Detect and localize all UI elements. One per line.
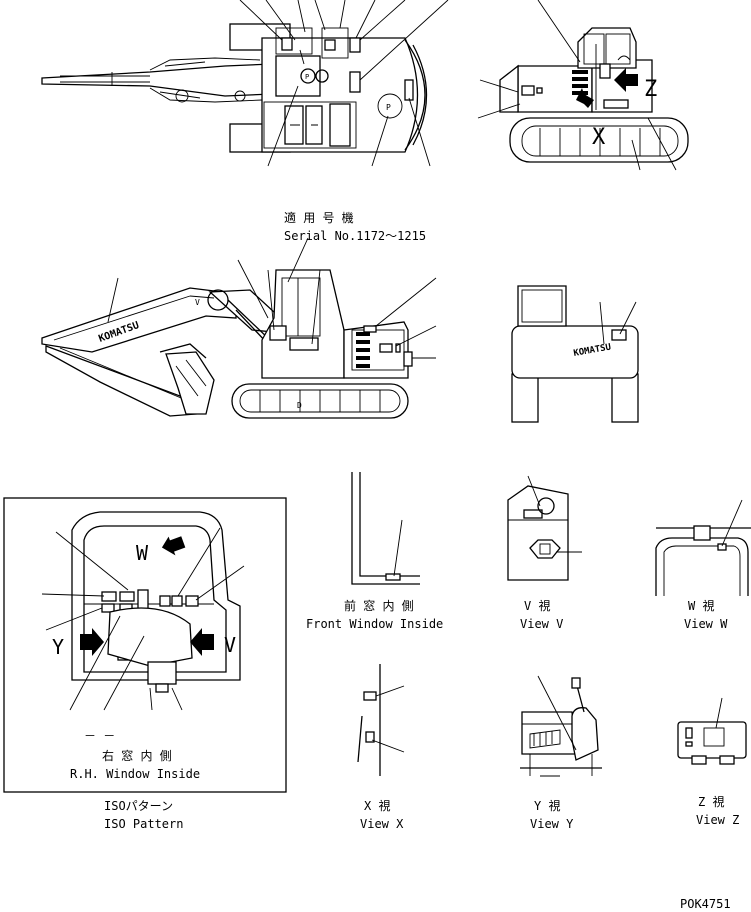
rear-view-excavator: KOMATSU <box>511 285 639 423</box>
view-w-label-en: View W <box>684 617 728 631</box>
view-w-label-jp: W 視 <box>688 598 714 613</box>
iso-caption-jp: ISOパターン <box>104 799 173 813</box>
iso-dash: － － <box>84 729 115 743</box>
front-window-inside-view <box>351 472 420 585</box>
front-window-label-jp: 前 窓 内 側 <box>344 598 414 613</box>
side-view-decal-d: D <box>297 401 302 410</box>
view-z-detail <box>677 697 747 765</box>
top-view-cab-decal-p: P <box>305 73 309 81</box>
view-y-label-jp: Y 視 <box>534 798 560 813</box>
side-view-decal-v: V <box>195 298 200 307</box>
marker-z: Z <box>644 77 657 102</box>
drawing-code: POK4751 <box>680 897 731 911</box>
view-z-label-jp: Z 視 <box>698 794 724 809</box>
rh-window-label-en: R.H. Window Inside <box>70 767 200 781</box>
view-x-label-en: View X <box>360 817 404 831</box>
iso-caption-en: ISO Pattern <box>104 817 183 831</box>
marker-x: X <box>592 125 606 150</box>
rear-perspective-view: Z X <box>477 0 689 171</box>
view-y-label-en: View Y <box>530 817 574 831</box>
serial-label-jp: 適 用 号 機 <box>284 210 354 225</box>
view-x-detail <box>357 664 405 776</box>
iso-marker-w: W <box>136 541 149 565</box>
view-z-label-en: View Z <box>696 813 739 827</box>
view-v-label-jp: V 視 <box>524 598 550 613</box>
view-y-detail <box>520 675 602 777</box>
iso-pattern-box: W Y V － － 右 窓 内 側 R.H. Window Inside <box>3 497 287 793</box>
view-x-label-jp: X 視 <box>364 798 390 813</box>
top-view-decal-p: P <box>386 103 391 112</box>
top-view-excavator: P P <box>41 0 449 167</box>
view-v-detail <box>507 475 582 581</box>
serial-number-range: Serial No.1172～1215 <box>284 229 426 243</box>
view-v-label-en: View V <box>520 617 563 631</box>
rh-window-label-jp: 右 窓 内 側 <box>102 748 172 763</box>
view-w-detail <box>655 499 751 596</box>
iso-marker-v: V <box>224 633 236 657</box>
iso-marker-y: Y <box>52 635 64 659</box>
side-view-excavator: D V KOMATSU <box>41 237 437 419</box>
front-window-label-en: Front Window Inside <box>306 617 443 631</box>
